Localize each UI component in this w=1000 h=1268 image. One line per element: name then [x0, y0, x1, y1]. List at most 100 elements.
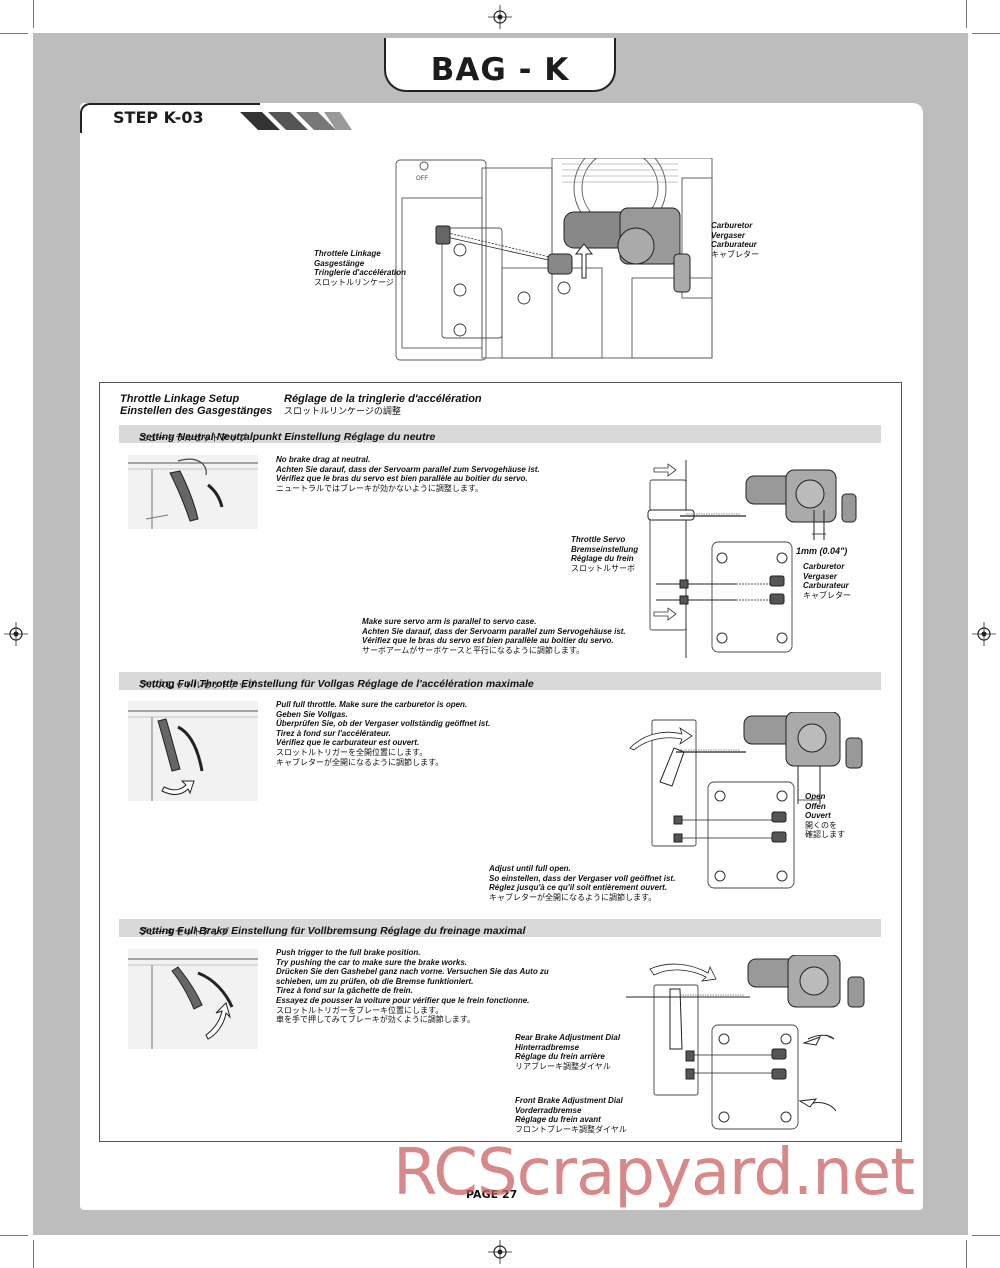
step-stripes-icon — [240, 112, 352, 130]
servo-label-de: Bremseinstellung — [571, 544, 639, 554]
ft-bottom-note-1: Adjust until full open. — [489, 864, 571, 873]
neutral-notes: No brake drag at neutral. Achten Sie dar… — [276, 455, 540, 493]
ft-note-jp-1: スロットルトリガーを全開位置にします。 — [276, 747, 428, 757]
crop-mark — [0, 1235, 28, 1236]
neutral-bottom-note-jp: サーボアームがサーボケースと平行になるように調節します。 — [362, 645, 585, 655]
ft-note-jp-2: キャブレターが全開になるように調節します。 — [276, 757, 444, 767]
step-tab — [80, 103, 260, 133]
servo-label-jp: スロットルサーボ — [571, 563, 635, 573]
front-dial-fr: Réglage du frein avant — [515, 1115, 601, 1125]
open-label-de: Offen — [805, 801, 826, 811]
neutral-note-jp: ニュートラルではブレーキが効かないように調整します。 — [276, 483, 484, 493]
carburetor-label-fr: Carburateur — [711, 240, 757, 250]
linkage-label-de: Gasgestänge — [314, 258, 365, 268]
fb-note-5: Tirez à fond sur la gâchette de frein. — [276, 986, 413, 996]
servo-label-fr: Réglage du frein — [571, 554, 634, 564]
registration-mark-icon — [4, 622, 28, 646]
ft-note-3: Überprüfen Sie, ob der Vergaser vollstän… — [276, 719, 491, 729]
crop-mark — [966, 0, 967, 28]
off-label: OFF — [416, 176, 428, 182]
neutral-trigger-illustration — [128, 455, 258, 529]
ft-note-2: Geben Sie Vollgas. — [276, 709, 348, 719]
watermark: RCScrapyard.net — [393, 1136, 915, 1210]
crop-mark — [33, 0, 34, 28]
neutral-header-text: Setting Neutral Neutralpunkt Einstellung… — [139, 431, 436, 443]
gap-label: 1mm (0.04") — [796, 546, 848, 556]
fb-note-jp-2: 車を手で押してみてブレーキが効くように調節します。 — [276, 1015, 475, 1025]
rear-dial-en: Rear Brake Adjustment Dial — [515, 1033, 621, 1042]
carburetor-label: Carburetor Vergaser Carburateur キャブレター — [711, 221, 759, 259]
open-label-jp-2: 確認します — [805, 830, 845, 840]
fb-note-2: Try pushing the car to make sure the bra… — [276, 957, 468, 967]
linkage-label-en: Throttele Linkage — [314, 249, 381, 258]
full-brake-notes: Push trigger to the full brake position.… — [276, 948, 549, 1025]
full-throttle-section-header: Setting Full Throttle Einstellung für Vo… — [119, 672, 881, 690]
full-brake-servo-diagram — [626, 955, 865, 1130]
crop-mark — [0, 33, 28, 34]
carburetor-label-de: Vergaser — [711, 230, 745, 240]
neutral-bottom-note-2: Achten Sie darauf, dass der Servoarm par… — [362, 626, 626, 636]
ft-note-1: Pull full throttle. Make sure the carbur… — [276, 700, 468, 709]
neutral-bottom-note-1: Make sure servo arm is parallel to servo… — [362, 617, 537, 626]
front-brake-dial-label: Front Brake Adjustment Dial Vorderradbre… — [515, 1096, 627, 1134]
full-brake-header-text: Setting Full Brake Einstellung für Vollb… — [139, 925, 526, 937]
servo-label-en: Throttle Servo — [571, 535, 626, 544]
neutral-bottom-note-3: Vérifiez que le bras du servo est bien p… — [362, 636, 614, 646]
linkage-label-jp: スロットルリンケージ — [314, 277, 394, 287]
bag-tab — [384, 38, 616, 92]
neutral-bottom-notes: Make sure servo arm is parallel to servo… — [362, 617, 626, 655]
page-number: PAGE 27 — [466, 1188, 518, 1201]
ft-note-4: Tirez à fond sur l'accélérateur. — [276, 728, 391, 738]
ft-bottom-note-3: Réglez jusqu'à ce qu'il soit entièrement… — [489, 883, 668, 893]
fb-note-3: Drücken Sie den Gashebel ganz nach vorne… — [276, 967, 549, 977]
neutral-section-header: Setting Neutral Neutralpunkt Einstellung… — [119, 425, 881, 443]
carburetor-label-en: Carburetor — [711, 221, 753, 230]
full-throttle-header-text: Setting Full Throttle Einstellung für Vo… — [139, 678, 534, 690]
full-brake-trigger-illustration — [128, 949, 258, 1049]
setup-title-jp: スロットルリンケージの調整 — [284, 406, 401, 416]
front-dial-en: Front Brake Adjustment Dial — [515, 1096, 623, 1105]
open-label-fr: Ouvert — [805, 811, 831, 821]
step-title: STEP K-03 — [113, 108, 204, 127]
full-throttle-bottom-notes: Adjust until full open. So einstellen, d… — [489, 864, 675, 902]
crop-mark — [972, 1235, 1000, 1236]
neutral-carb-de: Vergaser — [803, 571, 837, 581]
fb-note-1: Push trigger to the full brake position. — [276, 948, 421, 957]
neutral-note-1: No brake drag at neutral. — [276, 455, 371, 464]
neutral-note-3: Vérifiez que le bras du servo est bien p… — [276, 474, 528, 484]
open-label-en: Open — [805, 792, 826, 801]
ft-note-5: Vérifiez que le carburateur est ouvert. — [276, 738, 420, 748]
crop-mark — [966, 1240, 967, 1268]
setup-title-en: Throttle Linkage Setup — [120, 393, 240, 405]
neutral-carb-en: Carburetor — [803, 562, 845, 571]
linkage-label-fr: Tringlerie d'accélération — [314, 268, 407, 278]
neutral-servo-label: Throttle Servo Bremseinstellung Réglage … — [571, 535, 638, 573]
crop-mark — [33, 1240, 34, 1268]
setup-title-de: Einstellen des Gasgestänges — [120, 405, 273, 417]
open-label: Open Offen Ouvert 開くのを 確認します — [805, 792, 845, 840]
fb-note-jp-1: スロットルトリガーをブレーキ位置にします。 — [276, 1005, 444, 1015]
setup-title-fr: Réglage de la tringlerie d'accélération — [284, 393, 482, 405]
rear-dial-fr: Réglage du frein arrière — [515, 1052, 605, 1062]
fb-note-4: schieben, um zu prüfen, ob die Bremse fu… — [276, 976, 474, 986]
neutral-note-2: Achten Sie darauf, dass der Servoarm par… — [276, 464, 540, 474]
full-throttle-notes: Pull full throttle. Make sure the carbur… — [276, 700, 490, 767]
neutral-carb-jp: キャブレター — [803, 590, 851, 600]
open-label-jp-1: 開くのを — [805, 820, 837, 830]
rear-dial-de: Hinterradbremse — [515, 1042, 580, 1052]
carburetor-label-jp: キャブレター — [711, 249, 759, 259]
bag-title: BAG - K — [430, 52, 570, 88]
front-dial-de: Vorderradbremse — [515, 1105, 582, 1115]
neutral-carb-label: Carburetor Vergaser Carburateur キャブレター — [803, 562, 851, 600]
front-dial-jp: フロントブレーキ調整ダイヤル — [515, 1124, 627, 1134]
full-throttle-servo-diagram — [629, 712, 863, 889]
crop-mark — [972, 33, 1000, 34]
chassis-diagram: OFF — [382, 158, 722, 364]
ft-bottom-note-jp: キャブレターが全開になるように調節します。 — [489, 892, 657, 902]
rear-dial-jp: リアブレーキ調整ダイヤル — [515, 1061, 611, 1071]
registration-mark-icon — [972, 622, 996, 646]
registration-mark-icon — [488, 5, 512, 29]
rear-brake-dial-label: Rear Brake Adjustment Dial Hinterradbrem… — [515, 1033, 620, 1071]
registration-mark-icon — [488, 1240, 512, 1264]
full-throttle-trigger-illustration — [128, 701, 258, 801]
